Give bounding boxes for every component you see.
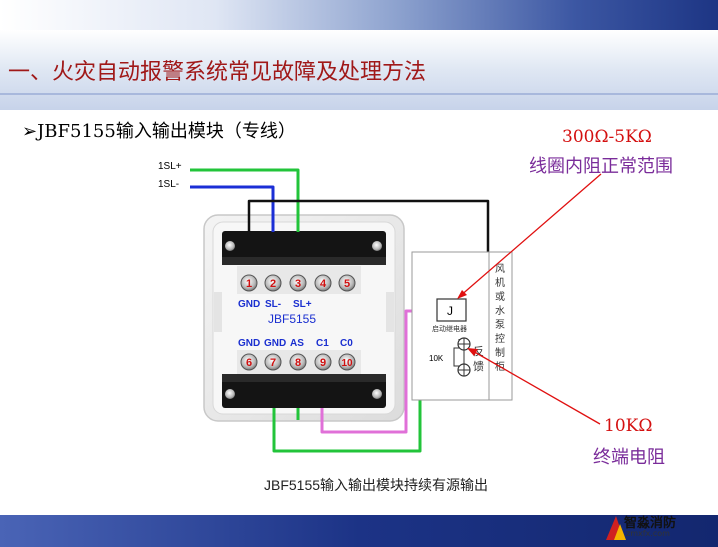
footer-bar [0,515,718,547]
bottom-screw-10 [338,353,356,371]
top-terminal-number-5: 5 [344,278,350,290]
top-label-sl-minus: SL- [265,299,281,310]
feedback-label: 反馈 [473,345,484,373]
relay-box [436,298,467,322]
coil-range-label: 线圈内阻正常范围 [529,156,673,177]
bottom-terminal-number-7: 7 [270,357,276,369]
logo-url: zmxfx.com [626,529,670,538]
module-name: JBF5155 [268,312,316,326]
resistor-label: 10K [429,354,444,363]
wire-1sl-minus [190,185,275,232]
bottom-screw-9 [314,353,332,371]
feedback-terminal-bottom [457,363,471,377]
annotation-arrows [457,173,602,425]
bottom-terminal-number-9: 9 [320,357,326,369]
diagram-caption: JBF5155输入输出模块持续有源输出 [264,477,488,493]
top-screw-2 [264,274,282,292]
coil-range-value: 300Ω-5KΩ [562,127,652,147]
bullet-arrow-icon: ➢ [22,121,38,142]
wire-1sl-plus [190,168,300,232]
top-screw-3 [289,274,307,292]
bottom-screw-7 [264,353,282,371]
bottom-terminal-number-6: 6 [246,357,252,369]
bottom-terminal-number-8: 8 [295,357,301,369]
bottom-label-c1: C1 [316,338,329,349]
wire-label-1sl-plus: 1SL+ [158,161,182,172]
slide-subtitle: ➢JBF5155输入输出模块（专线） [22,117,296,143]
bottom-terminal-number-10: 10 [341,358,353,369]
top-screw-4 [314,274,332,292]
top-terminal-number-3: 3 [295,278,301,290]
logo-name: 智淼消防 [624,516,677,531]
bottom-label-gnd-2: GND [264,338,286,349]
terminal-resistor-label: 终端电阻 [593,447,665,468]
slide-title: 一、火灾自动报警系统常见故障及处理方法 [8,60,427,85]
control-cabinet: J 启动继电器 10K 反馈 风机或水泵控制柜 [411,251,513,401]
bottom-screw-8 [289,353,307,371]
top-terminal-number-2: 2 [270,278,276,290]
top-label-gnd: GND [238,299,260,310]
top-screw-5 [338,274,356,292]
top-terminal-number-1: 1 [246,278,252,290]
relay-caption: 启动继电器 [432,324,467,333]
relay-label: J [447,304,453,318]
title-divider [0,93,718,95]
resistor-10k [453,347,465,367]
top-screw-1 [240,274,258,292]
bottom-screw-6 [240,353,258,371]
top-terminal-number-4: 4 [320,278,327,290]
title-band [0,30,718,110]
bottom-label-as: AS [290,338,304,349]
header-gradient-bar [0,0,718,30]
terminal-resistor-value: 10KΩ [604,416,653,436]
top-terminal-strip: 1 2 3 4 5 [222,231,386,294]
feedback-terminal-top [457,337,471,351]
logo-emblem-icon [606,516,626,540]
bottom-label-gnd-1: GND [238,338,260,349]
bottom-label-c0: C0 [340,338,353,349]
bottom-terminal-strip: 6 7 8 9 10 [222,350,386,408]
top-label-sl-plus: SL+ [293,299,312,310]
subtitle-text: JBF5155输入输出模块（专线） [37,121,296,142]
wire-label-1sl-minus: 1SL- [158,179,179,190]
